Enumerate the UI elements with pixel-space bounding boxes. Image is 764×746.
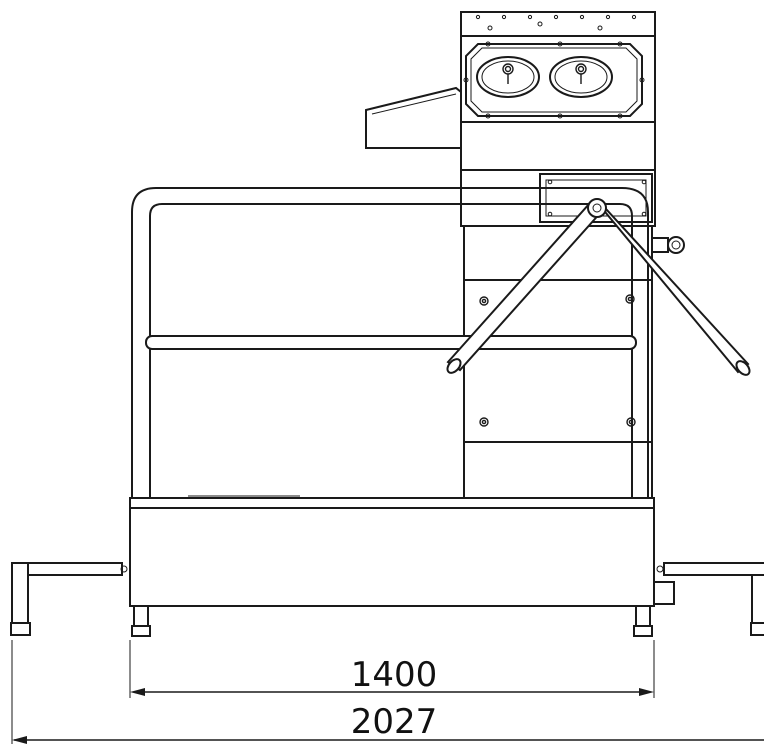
dimension-label-1400: 1400 bbox=[351, 655, 438, 695]
turnstile-column bbox=[463, 225, 685, 499]
dimension-label-2027: 2027 bbox=[351, 702, 438, 742]
tripod-arm bbox=[446, 198, 751, 376]
side-support-right bbox=[656, 562, 764, 636]
turnstile-head-unit bbox=[365, 11, 656, 227]
base-tray bbox=[129, 495, 675, 637]
railing-frame bbox=[131, 187, 649, 500]
card-reader-bracket bbox=[365, 86, 462, 149]
dimension-line-2027 bbox=[11, 640, 764, 744]
side-knob bbox=[651, 236, 685, 254]
side-support-left bbox=[10, 562, 128, 636]
tray-foot bbox=[131, 605, 653, 637]
dimension-line-1400 bbox=[129, 640, 655, 698]
